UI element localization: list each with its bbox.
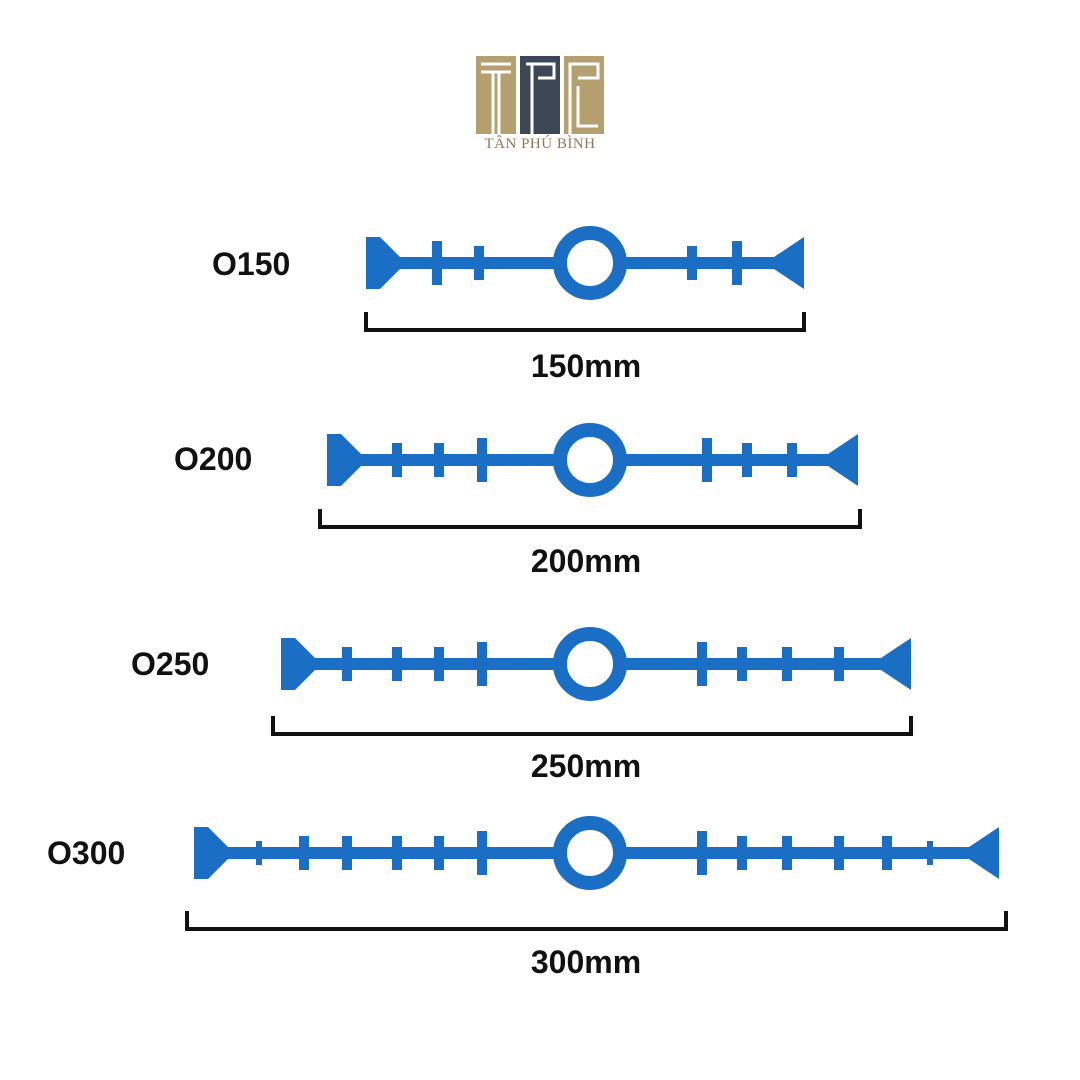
waterstop-rib [834, 647, 844, 681]
logo-mark-b [564, 56, 604, 134]
brand-name: TÂN PHÚ BÌNH [484, 136, 596, 152]
waterstop-end-right [774, 237, 804, 289]
waterstop-rib [392, 647, 402, 681]
model-label-o150: O150 [212, 246, 291, 282]
waterstop-rib [256, 841, 262, 865]
waterstop-rib [697, 831, 707, 875]
waterstop-profile-200 [327, 423, 858, 497]
waterstop-rib [477, 642, 487, 686]
dimension-line-250 [271, 716, 913, 736]
logo-mark-t [476, 56, 516, 134]
waterstop-rib [477, 831, 487, 875]
waterstop-center-bulb [553, 627, 627, 701]
waterstop-rib [342, 647, 352, 681]
dimension-line-150 [364, 312, 806, 332]
model-label-o250: O250 [131, 646, 210, 682]
waterstop-end-left [194, 827, 228, 879]
width-label-300mm: 300mm [530, 944, 642, 980]
waterstop-center-bulb [553, 226, 627, 300]
waterstop-end-right [828, 434, 858, 486]
waterstop-end-left [327, 434, 361, 486]
waterstop-profile-300 [194, 816, 999, 890]
waterstop-rib [474, 246, 484, 280]
dimension-line-200 [318, 509, 862, 529]
waterstop-profile-150 [366, 226, 804, 300]
waterstop-rib [834, 836, 844, 870]
width-label-150mm: 150mm [530, 348, 642, 384]
waterstop-rib [432, 241, 442, 285]
waterstop-rib [434, 647, 444, 681]
waterstop-rib [882, 836, 892, 870]
waterstop-profile-250 [281, 627, 911, 701]
waterstop-rib [927, 841, 933, 865]
waterstop-rib [392, 443, 402, 477]
waterstop-rib [732, 241, 742, 285]
waterstop-rib [434, 443, 444, 477]
waterstop-center-bulb [553, 423, 627, 497]
waterstop-rib [434, 836, 444, 870]
waterstop-rib [299, 836, 309, 870]
waterstop-rib [697, 642, 707, 686]
waterstop-rib [787, 443, 797, 477]
waterstop-rib [342, 836, 352, 870]
waterstop-end-left [366, 237, 400, 289]
model-label-o200: O200 [174, 441, 253, 477]
waterstop-end-right [969, 827, 999, 879]
width-label-250mm: 250mm [530, 748, 642, 784]
waterstop-end-left [281, 638, 315, 690]
waterstop-rib [782, 647, 792, 681]
waterstop-rib [737, 647, 747, 681]
waterstop-center-bulb [553, 816, 627, 890]
waterstop-rib [782, 836, 792, 870]
waterstop-rib [392, 836, 402, 870]
tpb-logo [476, 56, 604, 134]
logo-mark-p [520, 56, 560, 134]
model-label-o300: O300 [47, 835, 126, 871]
waterstop-rib [737, 836, 747, 870]
waterstop-rib [477, 438, 487, 482]
waterstop-rib [687, 246, 697, 280]
dimension-line-300 [185, 911, 1008, 931]
waterstop-rib [702, 438, 712, 482]
width-label-200mm: 200mm [530, 543, 642, 579]
waterstop-rib [742, 443, 752, 477]
waterstop-end-right [881, 638, 911, 690]
